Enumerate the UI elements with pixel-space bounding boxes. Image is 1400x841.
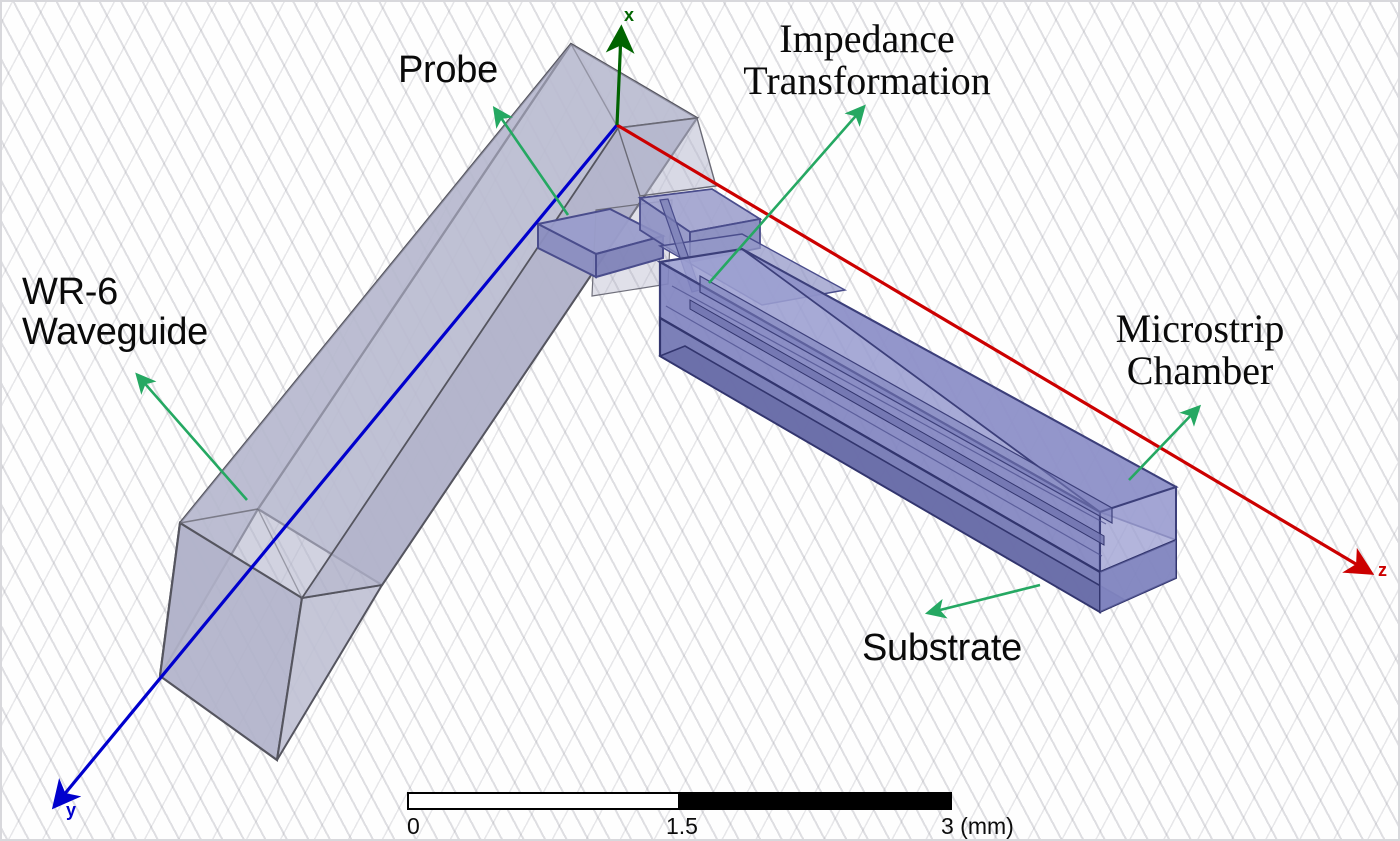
axis-x-line: [605, 24, 635, 126]
substrate-solid: [658, 316, 1177, 614]
scale-tick-mid: 1.5: [666, 813, 698, 839]
substrate-leader-arrow: [924, 583, 1041, 619]
scale-bar: [407, 792, 952, 810]
label-impedance-transformation: Impedance Transformation: [743, 16, 991, 104]
chamber-edge-highlights: [665, 285, 1107, 557]
axis-z-label: z: [1378, 560, 1387, 580]
label-wr6-waveguide: WR-6 Waveguide: [22, 271, 209, 354]
scale-bar-left-half: [407, 792, 680, 810]
waveguide-leader-arrow: [135, 372, 248, 501]
probe-leader-arrow: [492, 106, 570, 216]
scale-bar-right-half: [678, 792, 952, 810]
label-microstrip-chamber: Microstrip Chamber: [1115, 306, 1285, 394]
probe-solid: [535, 207, 666, 279]
axis-z-line: [616, 123, 1375, 575]
impedance-leader-arrow: [708, 104, 866, 284]
axis-y-line: [51, 123, 619, 810]
scale-tick-max: 3 (mm): [941, 813, 1014, 839]
scale-tick-0: 0: [407, 813, 420, 839]
axis-y-label: y: [66, 800, 77, 820]
axis-x-label: x: [624, 5, 635, 25]
label-probe: Probe: [398, 49, 498, 91]
label-substrate: Substrate: [862, 627, 1022, 669]
microstrip-leader-arrow: [1128, 404, 1202, 481]
